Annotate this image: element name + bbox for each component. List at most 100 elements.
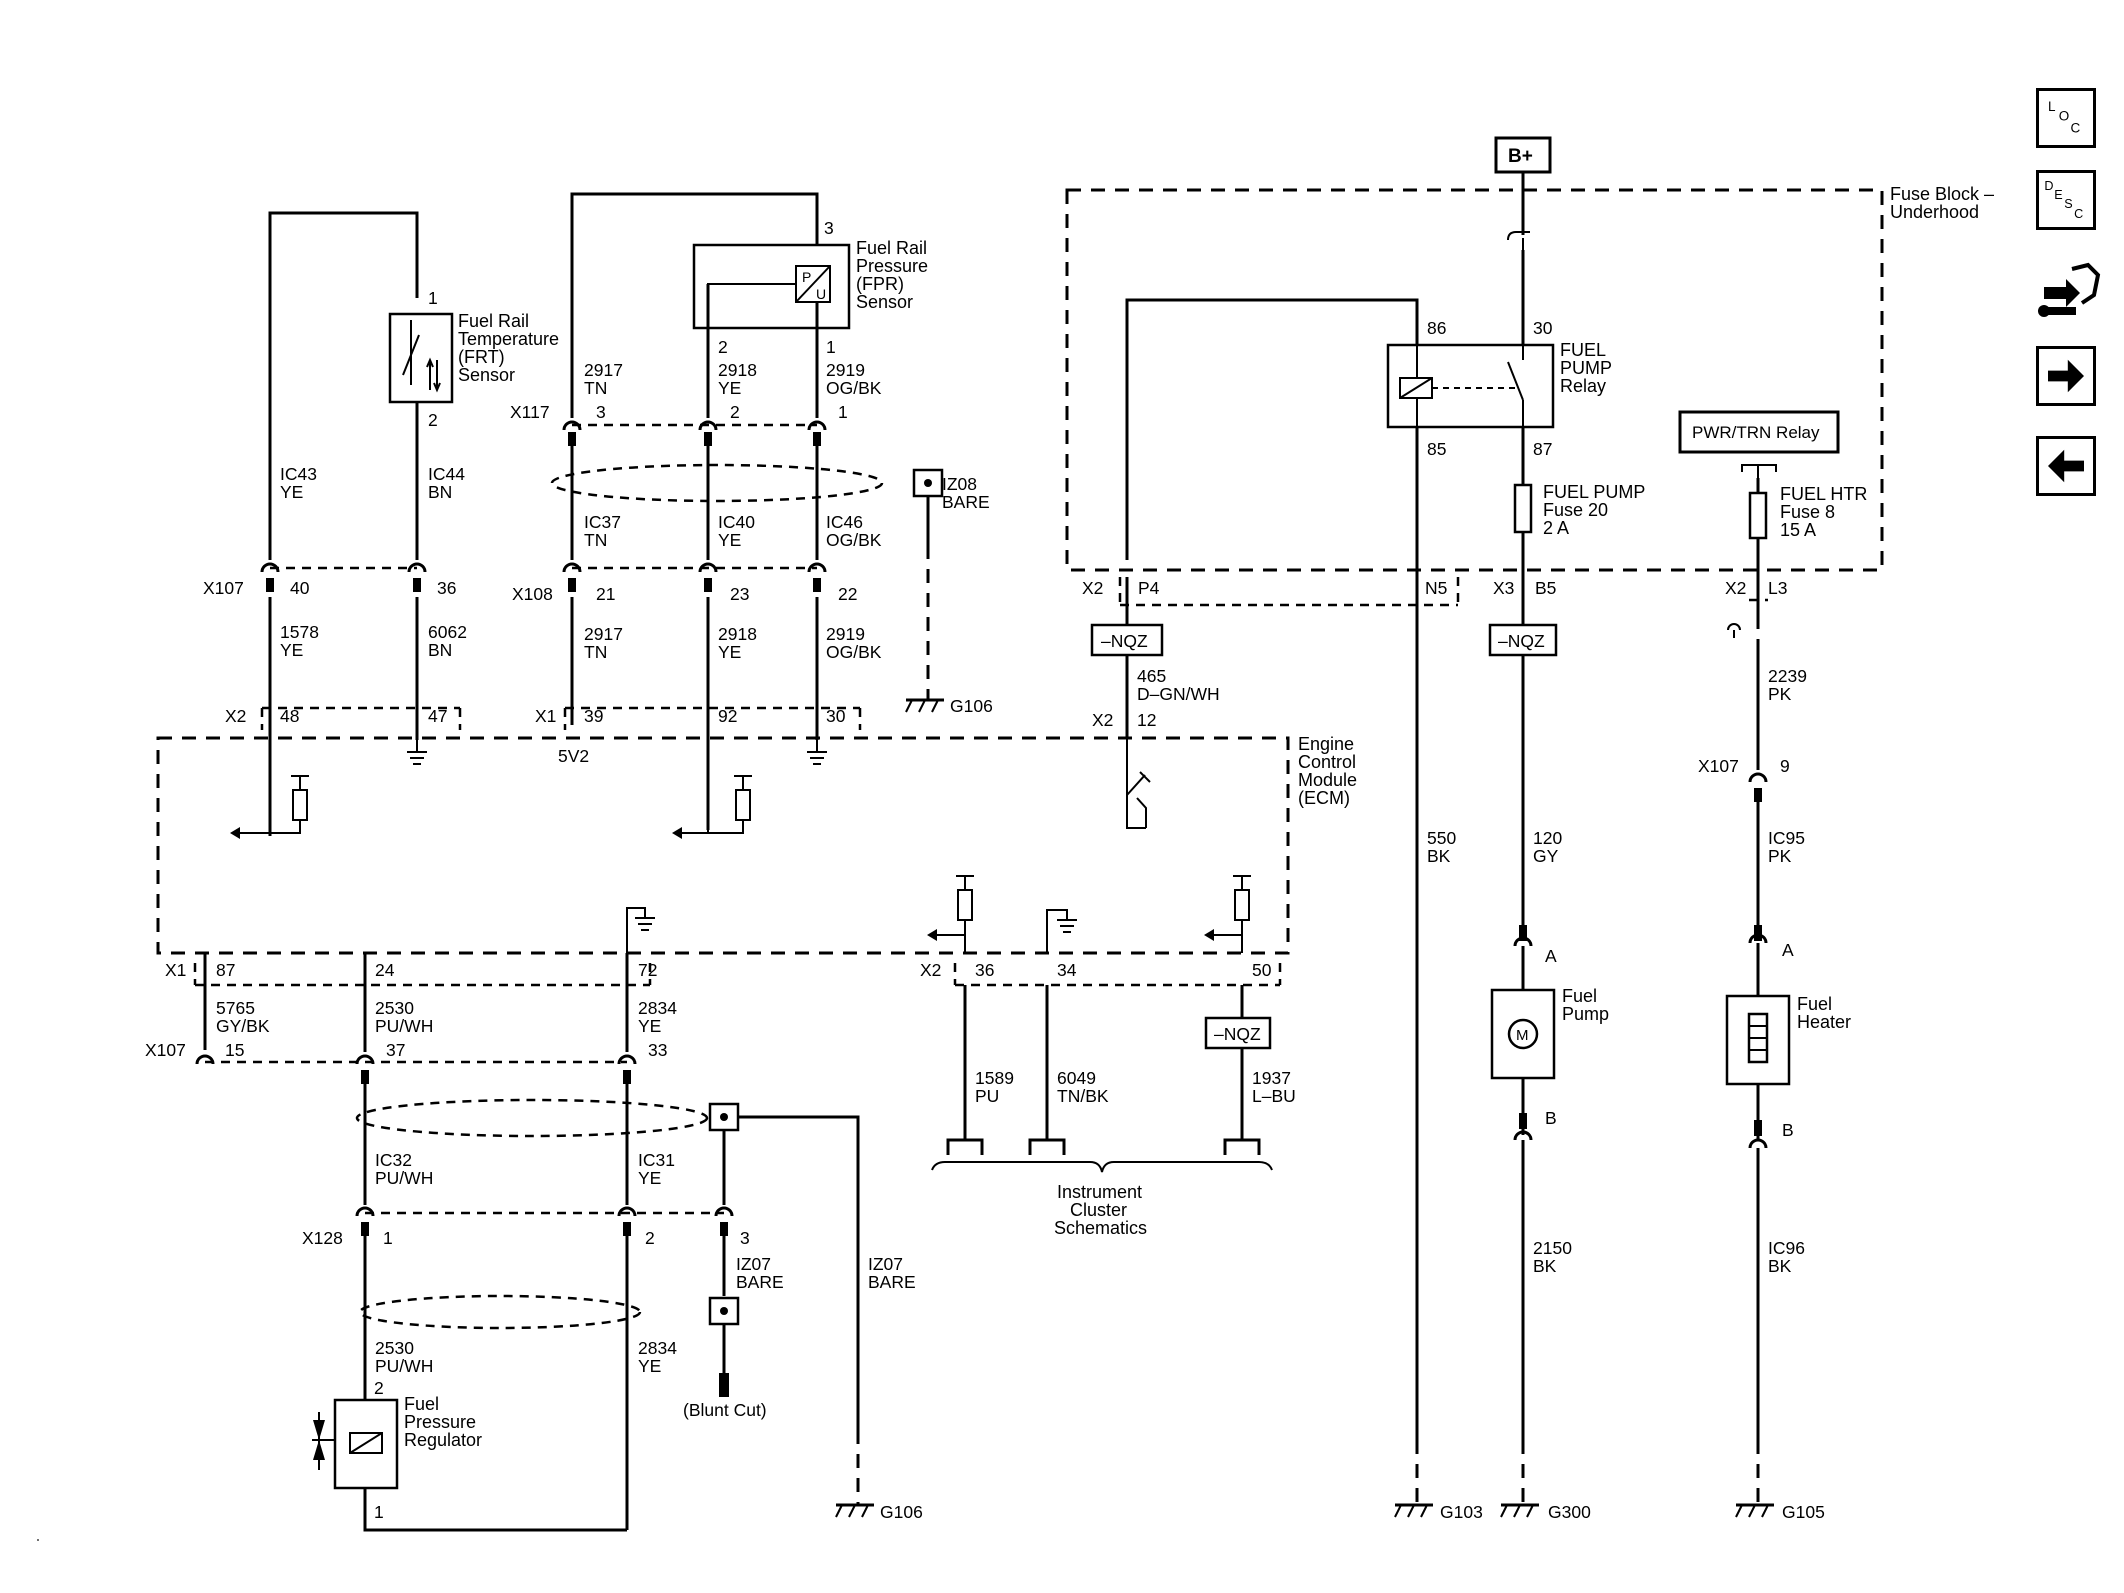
- ic32-label: IC32: [375, 1150, 412, 1170]
- fpr-circuit: P U 3 Fuel Rail Pressure (FPR) Sensor 2 …: [570, 192, 928, 830]
- bplus-label: B+: [1508, 146, 1533, 167]
- wire-6049: 6049: [1057, 1068, 1096, 1088]
- x107-right-pin-9: 9: [1780, 756, 1790, 776]
- x128-pin-2: 2: [645, 1228, 655, 1248]
- nqz-box-b: [1488, 623, 1558, 657]
- fuel-pump-relay: 86 30 85 87 FUEL PUMP Relay: [1125, 298, 1612, 560]
- instrument-cluster-label-3: Schematics: [1054, 1218, 1147, 1238]
- x107-right-label: X107: [1698, 756, 1739, 776]
- frt-label-4: Sensor: [458, 365, 515, 385]
- wire-2918-bot-color: YE: [718, 642, 741, 662]
- fuel-heater-label-1: Fuel: [1797, 994, 1832, 1014]
- arrow-left-icon: [2048, 449, 2084, 483]
- connector-tools-button[interactable]: [2036, 255, 2102, 325]
- relay-pin-85: 85: [1427, 439, 1446, 459]
- wire-2918-bot: 2918: [718, 624, 757, 644]
- x108-label: X108: [512, 584, 553, 604]
- frt-pin-1: 1: [428, 288, 438, 308]
- ic46-label: IC46: [826, 512, 863, 532]
- fuel-pump-relay-label-2: PUMP: [1560, 358, 1612, 378]
- x2-pin12-label: X2: [1092, 710, 1113, 730]
- g103-label: G103: [1440, 1502, 1483, 1522]
- fuel-heater-label-2: Heater: [1797, 1012, 1851, 1032]
- svg-text:U: U: [816, 286, 826, 302]
- x1-pin-92: 92: [718, 706, 737, 726]
- svg-text:C: C: [2071, 120, 2081, 135]
- iz07-outer-bare: BARE: [868, 1272, 916, 1292]
- svg-text:C: C: [2074, 207, 2083, 221]
- g106-ground-top: G106: [905, 696, 993, 716]
- x117-label: X117: [510, 402, 550, 422]
- g106-top-label: G106: [950, 696, 993, 716]
- iz08-shield: IZ08 BARE: [550, 463, 990, 700]
- wire-2239-color: PK: [1768, 684, 1792, 704]
- instrument-cluster-label-1: Instrument: [1057, 1182, 1142, 1202]
- fuse8-label-3: 15 A: [1780, 520, 1816, 540]
- svg-text:S: S: [2064, 197, 2072, 211]
- fpreg-label-1: Fuel: [404, 1394, 439, 1414]
- ic44-color: BN: [428, 482, 452, 502]
- fpr-label-2: Pressure: [856, 256, 928, 276]
- ic40-label: IC40: [718, 512, 755, 532]
- fpr-label-4: Sensor: [856, 292, 913, 312]
- svg-text:D: D: [2044, 179, 2053, 193]
- location-button[interactable]: L O C: [2036, 88, 2096, 148]
- fpreg-label-2: Pressure: [404, 1412, 476, 1432]
- ic32-color: PU/WH: [375, 1168, 433, 1188]
- pwr-trn-relay-label: PWR/TRN Relay: [1692, 423, 1820, 442]
- description-button[interactable]: D E S C: [2036, 170, 2096, 230]
- wire-465-color: D–GN/WH: [1137, 684, 1220, 704]
- wire-2530-top-color: PU/WH: [375, 1016, 433, 1036]
- x2-fuseblock-label: X2: [1082, 578, 1103, 598]
- relay-pin-87: 87: [1533, 439, 1552, 459]
- wire-1589: 1589: [975, 1068, 1014, 1088]
- svg-text:O: O: [2059, 109, 2070, 124]
- previous-page-button[interactable]: [2036, 436, 2096, 496]
- fuel-htr-fuse-8: [1748, 491, 1768, 540]
- x108-pin-23: 23: [730, 584, 749, 604]
- x1-pin-87: 87: [216, 960, 235, 980]
- wire-2150-color: BK: [1533, 1256, 1557, 1276]
- fpr-pin-3: 3: [824, 218, 834, 238]
- x107-pin-36: 36: [437, 578, 456, 598]
- next-page-button[interactable]: [2036, 346, 2096, 406]
- fuel-pump-relay-label-1: FUEL: [1560, 340, 1606, 360]
- x1-pin-39: 39: [584, 706, 603, 726]
- ic95-label: IC95: [1768, 828, 1805, 848]
- ic46-color: OG/BK: [826, 530, 882, 550]
- wire-2834-top: 2834: [638, 998, 677, 1018]
- v5v2-label: 5V2: [558, 746, 589, 766]
- fpreg-pin-1: 1: [374, 1502, 384, 1522]
- x2-pin-12: 12: [1137, 710, 1156, 730]
- iz08-bare: BARE: [942, 492, 990, 512]
- wire-2919-bot-color: OG/BK: [826, 642, 882, 662]
- wire-2919-top-color: OG/BK: [826, 378, 882, 398]
- x1-pin-24: 24: [375, 960, 395, 980]
- nqz-b-label: –NQZ: [1498, 631, 1545, 651]
- pin-n5: N5: [1425, 578, 1447, 598]
- nqz-box-bcm: [1204, 1016, 1272, 1050]
- x2-lower-label: X2: [920, 960, 941, 980]
- frt-label-2: Temperature: [458, 329, 559, 349]
- connector-tools-icon: [2038, 262, 2101, 317]
- x107-label: X107: [203, 578, 244, 598]
- x117-pin-1: 1: [838, 402, 848, 422]
- ic44-label: IC44: [428, 464, 465, 484]
- x1-pin-72: 72: [638, 960, 657, 980]
- wire-2530-bot: 2530: [375, 1338, 414, 1358]
- x107-lower-label: X107: [145, 1040, 186, 1060]
- ic43-color: YE: [280, 482, 303, 502]
- fuel-pump-motor-symbol: M: [1516, 1027, 1529, 1044]
- arrow-right-icon: [2048, 359, 2084, 393]
- ic31-label: IC31: [638, 1150, 675, 1170]
- x128-pin-3: 3: [740, 1228, 750, 1248]
- wire-6049-color: TN/BK: [1057, 1086, 1109, 1106]
- fuel-pump-relay-label-3: Relay: [1560, 376, 1606, 396]
- wire-6062-color: BN: [428, 640, 452, 660]
- instrument-cluster-circuit: –NQZ 1589 PU 6049 TN/BK 1937 L–BU Instru…: [931, 985, 1296, 1238]
- svg-text:L: L: [2048, 99, 2056, 114]
- fuel-heater-pin-a: A: [1782, 940, 1794, 960]
- x3-label: X3: [1493, 578, 1514, 598]
- wire-2919-top: 2919: [826, 360, 865, 380]
